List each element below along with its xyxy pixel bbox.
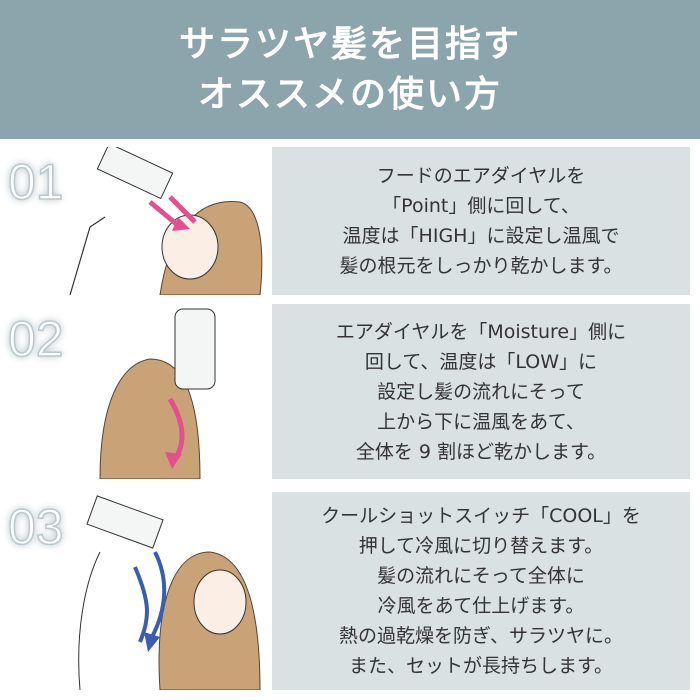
text-line: また、セットが長持ちします。 xyxy=(348,655,614,677)
text-line: 押して冷風に切り替えます。 xyxy=(358,535,604,557)
text-line: 温度は「HIGH」に設定し温風で xyxy=(342,225,620,247)
hair-dryer-illustration xyxy=(78,495,261,690)
text-line: フードのエアダイヤルを xyxy=(376,165,586,187)
step-number: 02 xyxy=(7,310,64,368)
step-2: 02 エアダイヤルを「Moisture」側に 回して、温度は「LOW」に 設定し… xyxy=(0,304,700,479)
text-line: 「Point」側に回して、 xyxy=(382,195,580,217)
title-line-2: オススメの使い方 xyxy=(197,73,502,115)
text-line: 髪の根元をしっかり乾かします。 xyxy=(339,255,623,277)
step-3-description: クールショットスイッチ「COOL」を 押して冷風に切り替えます。 髪の流れにそっ… xyxy=(272,492,690,690)
step-number: 03 xyxy=(7,498,64,556)
step-1: 01 フードのエアダイヤルを 「Point」側に回して、 温度は「HIGH」に設… xyxy=(0,147,700,295)
text-line: 上から下に温風をあて、 xyxy=(377,410,585,433)
title-line-1: サラツヤ髪を目指す xyxy=(178,23,521,65)
text-line: 全体を 9 割ほど乾かします。 xyxy=(355,440,607,463)
text-line: 熱の過乾燥を防ぎ、サラツヤに。 xyxy=(338,625,624,647)
step-2-description: エアダイヤルを「Moisture」側に 回して、温度は「LOW」に 設定し髪の流… xyxy=(272,304,690,479)
step-3: 03 クールショットスイッチ「COOL」を 押して冷風に切り替えます。 髪の流れ… xyxy=(0,492,700,690)
hair-dryer-illustration xyxy=(99,308,216,479)
hair-dryer-illustration xyxy=(69,147,263,295)
text-line: 回して、温度は「LOW」に xyxy=(364,350,598,373)
text-line: 冷風をあて仕上げます。 xyxy=(377,595,585,617)
page-header: サラツヤ髪を目指す オススメの使い方 xyxy=(0,0,700,139)
text-line: 設定し髪の流れにそって xyxy=(377,380,585,403)
text-line: エアダイヤルを「Moisture」側に xyxy=(335,320,627,343)
text-line: 髪の流れにそって全体に xyxy=(377,565,585,587)
step-number: 01 xyxy=(7,153,64,211)
text-line: クールショットスイッチ「COOL」を xyxy=(321,505,641,527)
step-1-description: フードのエアダイヤルを 「Point」側に回して、 温度は「HIGH」に設定し温… xyxy=(272,147,690,295)
